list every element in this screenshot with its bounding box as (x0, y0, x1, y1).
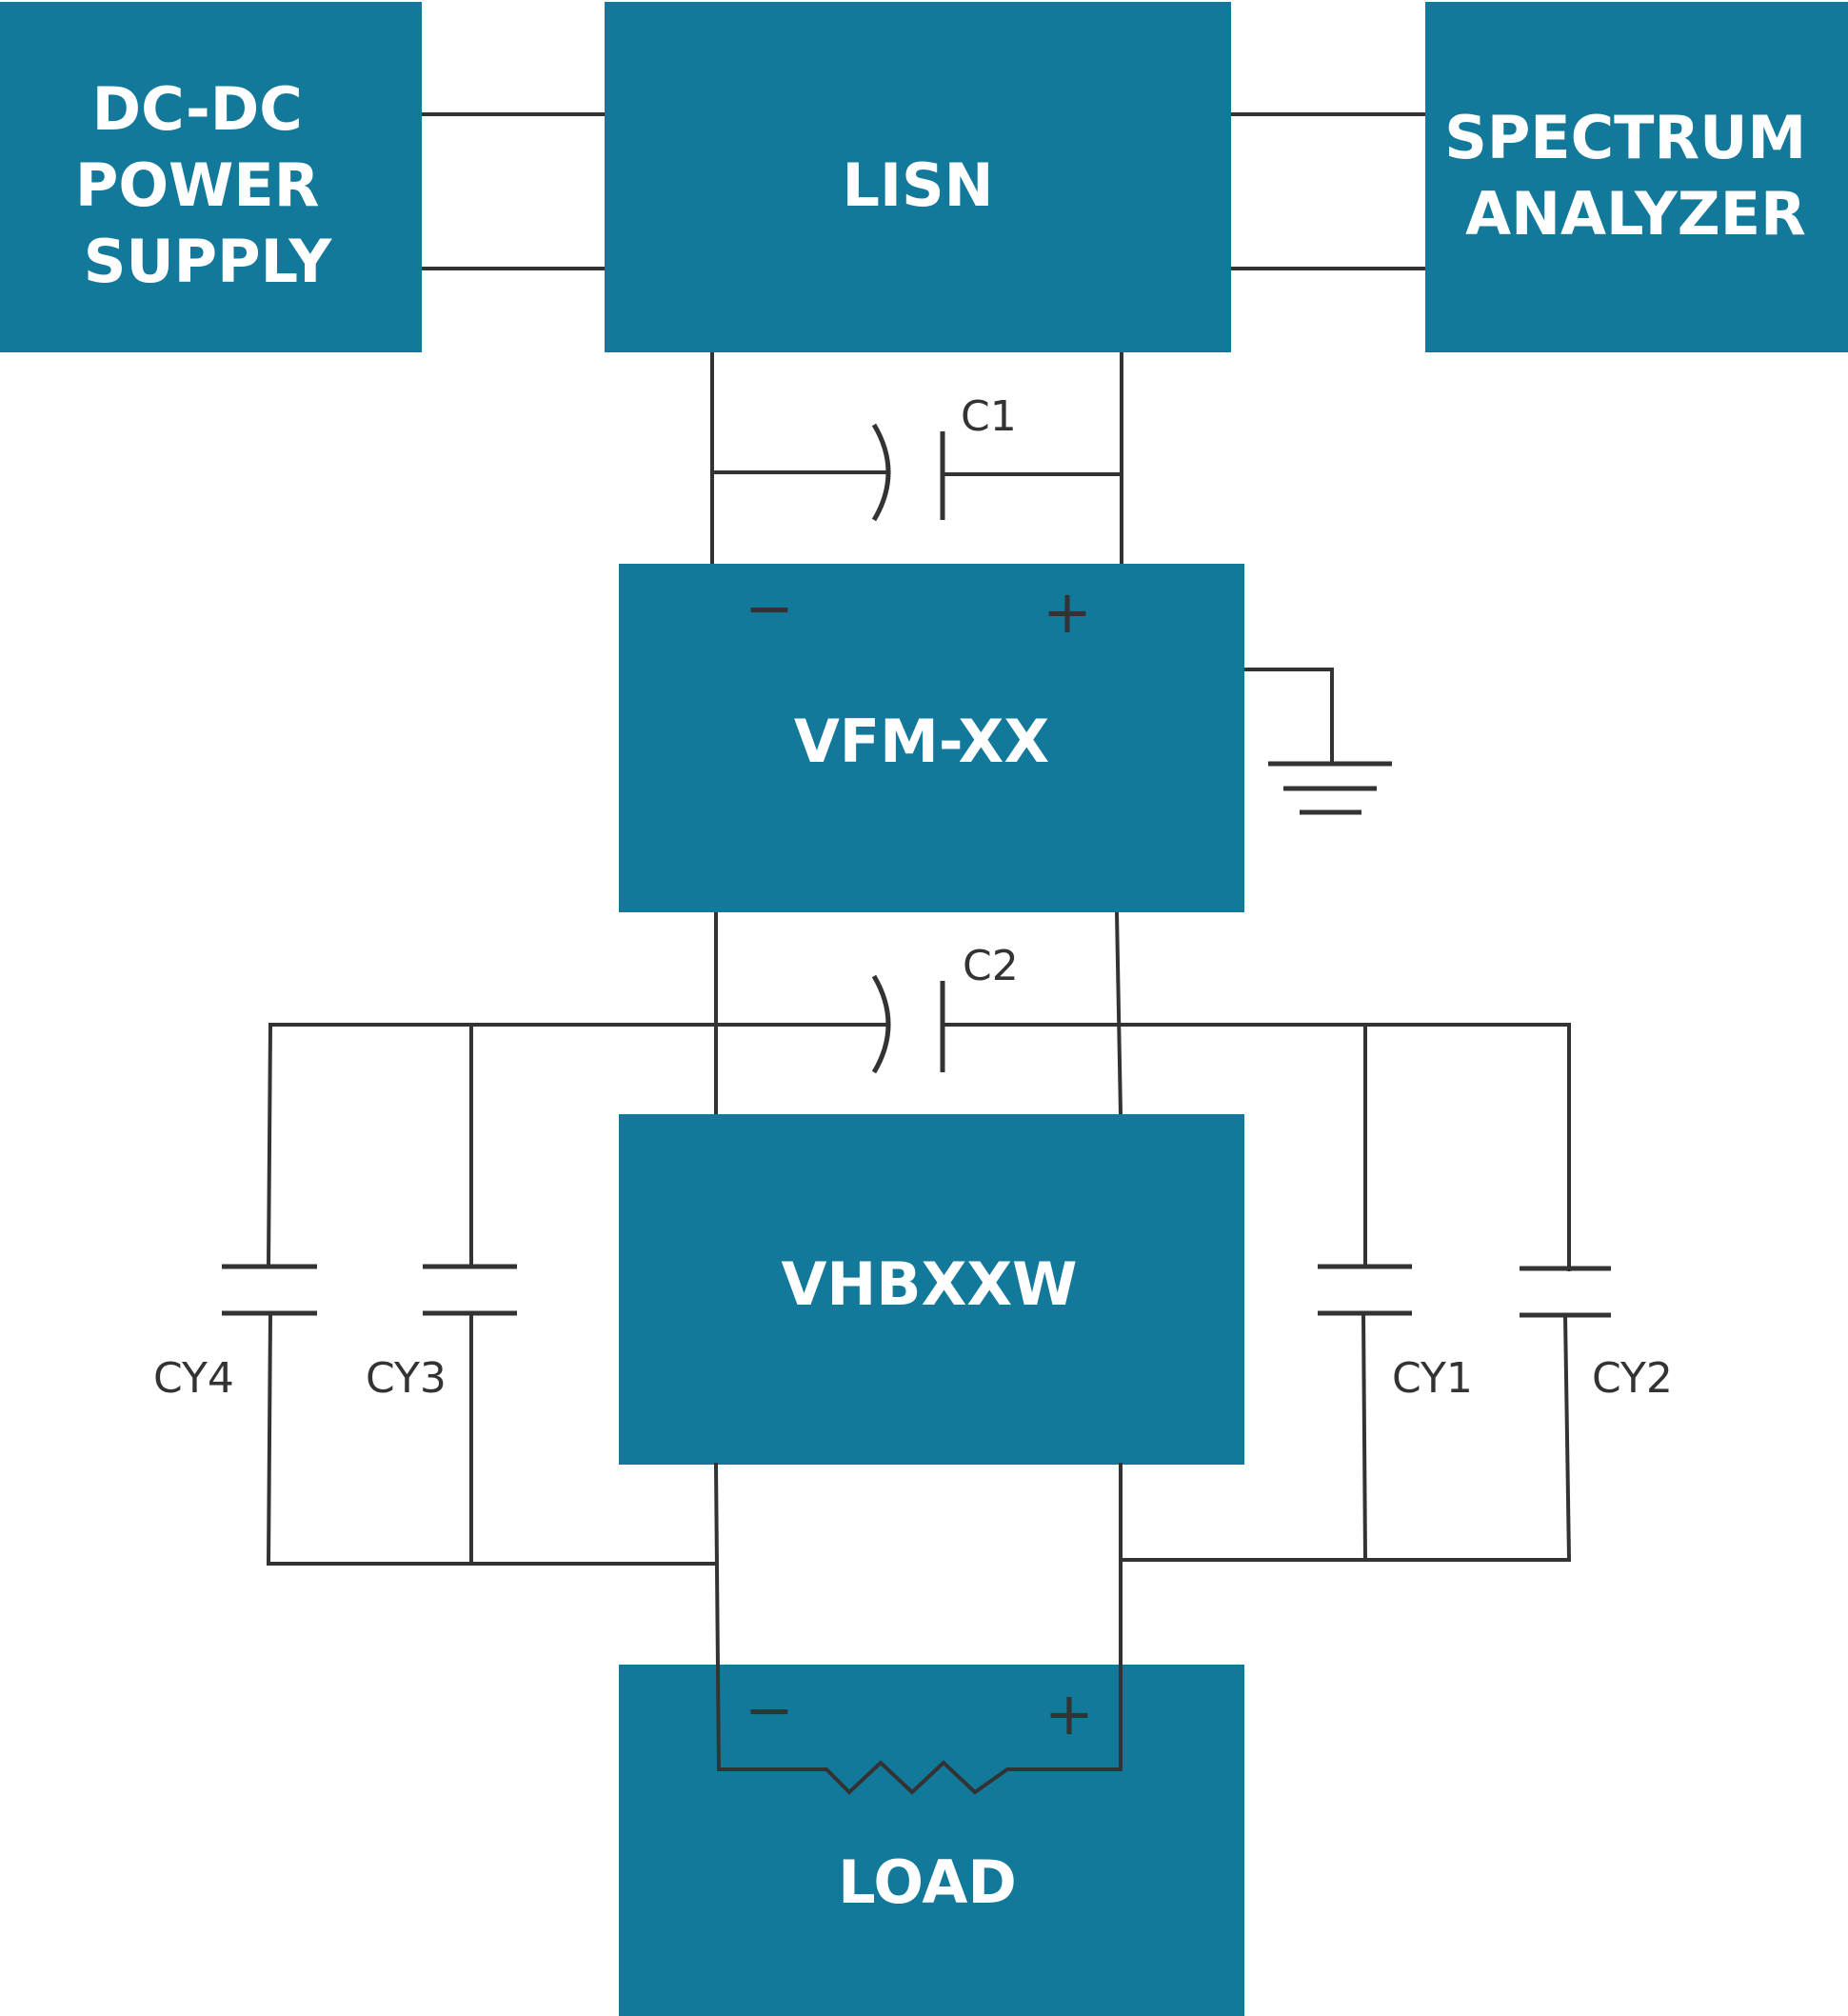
cy1-label: CY1 (1392, 1354, 1473, 1403)
block-vfm: VFM-XX − + (619, 564, 1244, 912)
analyzer-label-line-1: SPECTRUM (1444, 103, 1806, 172)
capacitor-cy4-branch (222, 1022, 718, 1566)
psu-label-line-1: DC-DC (92, 74, 303, 144)
vfm-box (619, 564, 1244, 912)
c1-label: C1 (961, 392, 1017, 441)
c2-label: C2 (963, 942, 1019, 990)
lisn-box (605, 2, 1231, 352)
cy2-label: CY2 (1592, 1354, 1673, 1403)
wires-top (420, 112, 1427, 270)
psu-label-line-3: SUPPLY (84, 227, 333, 296)
wires-lisn-vfm (710, 350, 1123, 566)
analyzer-label-line-2: ANALYZER (1465, 179, 1806, 249)
vfm-label: VFM-XX (794, 707, 1049, 776)
svg-text:SPECTRUM ANALYZER: SPECTRUM ANALYZER (1444, 103, 1827, 249)
block-spectrum-analyzer: SPECTRUM ANALYZER (1425, 2, 1848, 352)
ground-wire (1242, 668, 1334, 766)
wires-vhb-load (713, 1462, 1123, 1795)
wires-vfm-vhb (268, 909, 1571, 1271)
block-lisn: LISN (605, 2, 1231, 352)
spectrum-analyzer-box (1425, 2, 1848, 352)
block-load: LOAD − + (619, 1665, 1244, 2016)
ground-symbol (1242, 668, 1392, 815)
load-resistor-loop (713, 1462, 1123, 1795)
cy4-wire-top (266, 1022, 273, 1269)
c2-curved-plate (871, 974, 891, 1074)
capacitor-c1-symbol (871, 423, 945, 522)
capacitor-c2-symbol (871, 974, 945, 1074)
vfm-plus-sign: + (1043, 577, 1092, 647)
cy4-label: CY4 (153, 1354, 234, 1403)
capacitor-cy2-branch (1120, 1266, 1611, 1562)
svg-text:DC-DC POWER SUPPLY: DC-DC POWER SUPPLY (75, 74, 340, 296)
load-box (619, 1665, 1244, 2016)
vhb-label: VHBXXW (781, 1249, 1077, 1319)
cy1-wire-bottom (1361, 1310, 1368, 1563)
vfm-minus-sign: − (745, 573, 794, 643)
load-plus-sign: + (1044, 1679, 1094, 1748)
block-vhb: VHBXXW (619, 1114, 1244, 1465)
capacitor-cy1-branch (1318, 1023, 1412, 1563)
cy4-wire-bottom (266, 1310, 718, 1566)
load-minus-sign: − (745, 1675, 794, 1745)
cy3-label: CY3 (366, 1354, 447, 1403)
block-dc-dc-power-supply: DC-DC POWER SUPPLY (0, 2, 422, 352)
c1-curved-plate (871, 423, 891, 522)
psu-label-line-2: POWER (75, 150, 320, 220)
vhb-box (619, 1114, 1244, 1465)
cy2-wire-bottom (1120, 1312, 1572, 1562)
lisn-label: LISN (842, 150, 993, 220)
load-label: LOAD (838, 1847, 1017, 1917)
wire-c2-right-bus (941, 1023, 1571, 1271)
component-labels: C1 C2 CY4 CY3 CY1 CY2 (153, 392, 1673, 1403)
dc-dc-power-supply-box (0, 2, 422, 352)
capacitor-cy3-branch (423, 1023, 517, 1566)
wire-vfm-vhb-plus (1114, 909, 1123, 1117)
